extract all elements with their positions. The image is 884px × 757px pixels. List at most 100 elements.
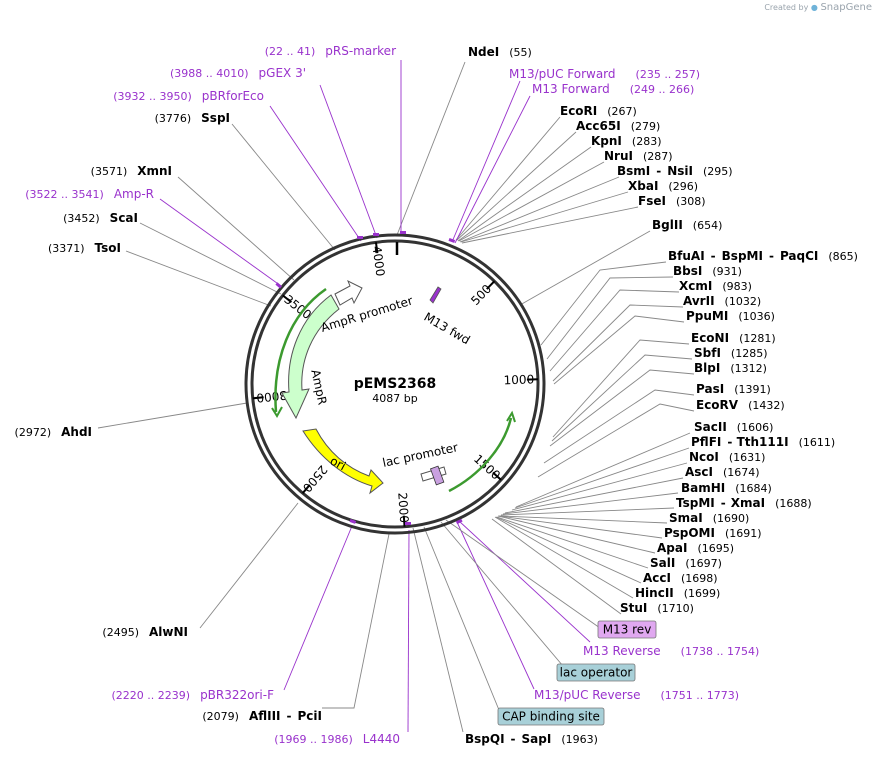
tick-label: 2000	[395, 492, 411, 523]
enzyme-position: (1699)	[684, 587, 721, 600]
feature-box	[556, 663, 636, 682]
enzyme-name: -	[769, 249, 774, 263]
enzyme-position: (3571)	[91, 165, 128, 178]
enzyme-position: (3776)	[155, 112, 192, 125]
primer-name: pBR322ori-F	[200, 688, 274, 702]
primer-name: L4440	[363, 732, 400, 746]
feature-m13fwd	[429, 286, 442, 304]
enzyme-position: (1695)	[697, 542, 734, 555]
tick-label: 1000	[503, 372, 534, 387]
tick-mark	[492, 471, 502, 481]
feature-ampr	[271, 287, 340, 420]
enzyme-label: (3452)ScaI	[63, 211, 138, 225]
enzyme-label: XcmI(983)	[679, 279, 752, 293]
enzyme-name: TsoI	[95, 241, 121, 255]
enzyme-position: (1391)	[734, 383, 771, 396]
enzyme-name: -	[721, 496, 726, 510]
primer-marks	[275, 231, 463, 525]
enzyme-name: EcoRI	[560, 104, 597, 118]
enzyme-label: (3776)SspI	[155, 111, 230, 125]
enzyme-label: SalI(1697)	[650, 556, 722, 570]
enzyme-label: PpuMI(1036)	[686, 309, 775, 323]
left-enzyme-labels: (3776)SspI (3571) XmnI (3452)ScaI (3371)TsoI…	[15, 111, 322, 723]
primer-label: M13 Reverse(1738 .. 1754)	[583, 644, 759, 658]
enzyme-label: EcoRV (1432)	[696, 398, 785, 412]
enzyme-position: (2079)	[202, 710, 239, 723]
enzyme-name: AscI	[685, 465, 713, 479]
enzyme-name: KpnI	[591, 134, 622, 148]
enzyme-label: KpnI(283)	[591, 134, 662, 148]
plasmid-backbone	[244, 233, 546, 535]
m13fwd-label: M13 fwd	[421, 310, 472, 348]
enzyme-label: AvrII(1032)	[683, 294, 761, 308]
enzyme-position: (1631)	[729, 451, 766, 464]
enzyme-name: Acc65I	[576, 119, 621, 133]
enzyme-name: BamHI	[681, 481, 725, 495]
ori-label: ori	[328, 454, 348, 474]
enzyme-position: (1697)	[685, 557, 722, 570]
enzyme-label: BfuAI-BspMI-PaqCI(865)	[668, 249, 858, 263]
enzyme-name: AvrII	[683, 294, 715, 308]
enzyme-name: EcoRV	[696, 398, 739, 412]
feature-box	[597, 620, 657, 639]
enzyme-name: EcoNI	[691, 331, 729, 345]
enzyme-position: (2972)	[15, 426, 52, 439]
enzyme-name: BspQI	[465, 732, 505, 746]
lac-promoter-label: lac promoter	[381, 440, 459, 470]
enzyme-label: BglII(654)	[652, 218, 722, 232]
enzyme-position: (1963)	[561, 733, 598, 746]
primer-name: M13 Reverse	[583, 644, 661, 658]
enzyme-name: FseI	[638, 194, 666, 208]
enzyme-label: FseI(308)	[638, 194, 706, 208]
enzyme-position: (1684)	[735, 482, 772, 495]
enzyme-label: (3371)TsoI	[48, 241, 121, 255]
feature-box-label: CAP binding site	[502, 710, 600, 724]
enzyme-name: XmnI	[137, 164, 172, 178]
enzyme-position: (1281)	[739, 332, 776, 345]
enzyme-label: EcoNI (1281)	[691, 331, 776, 345]
primer-range: (249 .. 266)	[630, 83, 695, 96]
enzyme-position: (1432)	[748, 399, 785, 412]
enzyme-label: SacII(1606)	[694, 420, 773, 434]
enzyme-label: (3571) XmnI	[91, 164, 172, 178]
enzyme-name: NdeI	[468, 45, 499, 59]
primer-label: (3988 .. 4010)pGEX 3'	[170, 66, 306, 80]
enzyme-position: (1312)	[730, 362, 767, 375]
enzyme-name: BfuAI	[668, 249, 705, 263]
enzyme-label: ApaI(1695)	[657, 541, 734, 555]
primer-label: (22 .. 41)pRS-marker	[265, 44, 396, 58]
enzyme-position: (3452)	[63, 212, 100, 225]
primer-range: (3932 .. 3950)	[113, 90, 192, 103]
enzyme-position: (1698)	[681, 572, 718, 585]
primer-name: M13/pUC Reverse	[534, 688, 641, 702]
primer-range: (1751 .. 1773)	[661, 689, 740, 702]
enzyme-position: (55)	[509, 46, 532, 59]
enzyme-name: XmaI	[731, 496, 765, 510]
enzyme-label: NcoI(1631)	[689, 450, 765, 464]
enzyme-name: AlwNI	[149, 625, 188, 639]
enzyme-name: AflIII	[249, 709, 281, 723]
enzyme-name: BlpI	[694, 361, 720, 375]
enzyme-label: NruI(287)	[604, 149, 673, 163]
enzyme-position: (1606)	[737, 421, 774, 434]
primer-range: (1969 .. 1986)	[274, 733, 353, 746]
enzyme-name: -	[287, 709, 292, 723]
enzyme-position: (1691)	[725, 527, 762, 540]
tick-label: 3000	[256, 388, 288, 405]
primer-labels: (22 .. 41)pRS-marker (3988 .. 4010)pGEX 3…	[25, 44, 759, 746]
enzyme-label: PspOMI(1691)	[664, 526, 762, 540]
primer-label: (1969 .. 1986) L4440	[274, 732, 400, 746]
enzyme-name: PasI	[696, 382, 724, 396]
snapgene-logo-icon: ●	[810, 3, 818, 12]
primer-name: pRS-marker	[325, 44, 396, 58]
primer-name: Amp-R	[114, 187, 154, 201]
plasmid-name: pEMS2368	[354, 376, 437, 392]
enzyme-name: BsmI	[617, 164, 650, 178]
enzyme-name: PciI	[298, 709, 323, 723]
feature-lac-arrow	[448, 410, 516, 493]
primer-name: M13/pUC Forward	[509, 67, 616, 81]
primer-name: pBRforEco	[202, 89, 264, 103]
enzyme-position: (931)	[712, 265, 742, 278]
